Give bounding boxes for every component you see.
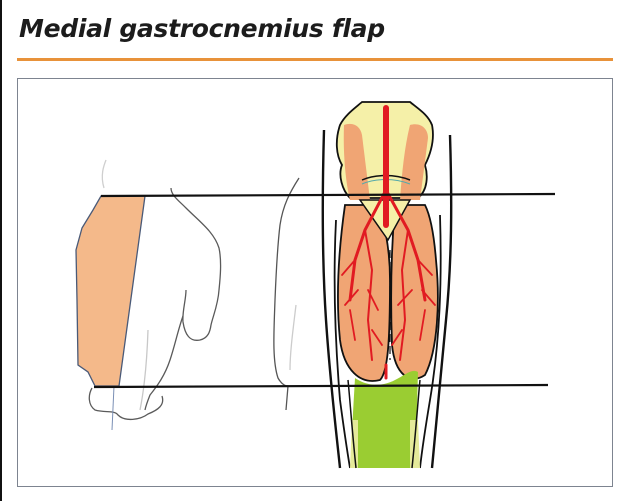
calf-anatomy <box>321 101 453 469</box>
lower-level-line <box>93 383 549 389</box>
vascular-supply <box>341 105 436 380</box>
flap-region <box>75 195 146 387</box>
page-title: Medial gastrocnemius flap <box>19 14 385 43</box>
page-edge <box>0 0 2 501</box>
title-underline <box>17 58 613 61</box>
leg-profile-outline <box>273 177 300 411</box>
leg-side-view <box>88 159 222 431</box>
upper-level-line <box>100 192 556 198</box>
